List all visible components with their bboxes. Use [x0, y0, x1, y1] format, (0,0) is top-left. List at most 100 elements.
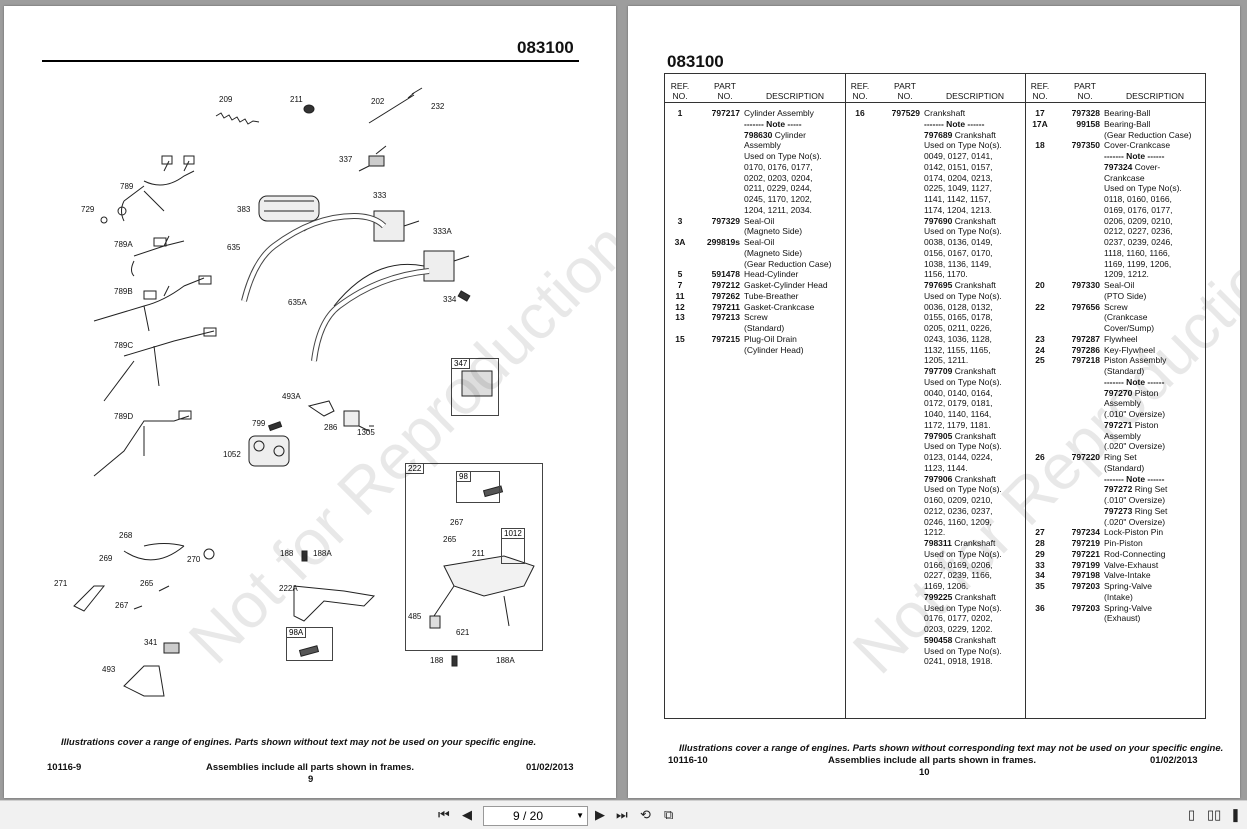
single-page-view-icon[interactable]: ▯	[1188, 807, 1196, 822]
ref-no: 15	[675, 333, 685, 344]
part-row: Used on Type No(s).	[845, 484, 1025, 495]
part-row: 798630 Cylinder	[665, 130, 845, 141]
part-row: (Magneto Side)	[665, 226, 845, 237]
callout-789: 789	[120, 182, 134, 191]
description: 0245, 1170, 1202,	[744, 194, 812, 204]
part-row: 797324 Cover-	[1025, 162, 1205, 173]
title-rule	[42, 60, 579, 62]
description: 0169, 0176, 0177,	[1104, 204, 1173, 215]
callout-334: 334	[443, 295, 457, 304]
callout-267: 267	[450, 518, 464, 527]
description: 0212, 0227, 0236,	[1104, 226, 1173, 237]
next-page-icon[interactable]: ▶	[595, 807, 605, 822]
part-row: 1169, 1199, 1206,	[1025, 259, 1205, 270]
header-description: DESCRIPTION	[1125, 91, 1185, 101]
description: Spring-Valve	[1104, 581, 1153, 591]
book-view-icon[interactable]: ❚	[1230, 807, 1241, 822]
callout-789C: 789C	[114, 341, 134, 350]
description: 0155, 0165, 0178,	[924, 312, 993, 323]
callout-635A: 635A	[288, 298, 307, 307]
description: 797271 Piston	[1104, 419, 1159, 430]
part-row: 0166, 0169, 0206,	[845, 560, 1025, 571]
description: 1038, 1136, 1149,	[924, 258, 992, 269]
frame-label-98: 98	[456, 471, 471, 482]
rotate-icon[interactable]: ⟲	[640, 807, 651, 822]
description: 0166, 0169, 0206,	[924, 559, 993, 570]
part-row: Assembly	[1025, 398, 1205, 409]
description: Piston Assembly	[1104, 355, 1167, 366]
description: 1174, 1204, 1213.	[924, 204, 992, 215]
part-no: 797220	[1071, 452, 1100, 462]
header-rule	[665, 102, 1205, 103]
description: Rod-Connecting	[1104, 548, 1166, 559]
part-no: 797221	[1071, 548, 1100, 559]
prev-page-icon[interactable]: ◀	[462, 807, 472, 822]
part-row: 1209, 1212.	[1025, 269, 1205, 280]
page-title: 083100	[517, 38, 574, 57]
description: Valve-Exhaust	[1104, 559, 1159, 570]
part-row: 0205, 0211, 0226,	[845, 323, 1025, 334]
part-row: 0203, 0229, 1202.	[845, 624, 1025, 635]
part-row: ------- Note -----	[665, 119, 845, 130]
description: (Exhaust)	[1104, 613, 1141, 624]
two-page-view-icon[interactable]: ▯▯	[1207, 807, 1222, 822]
copy-icon[interactable]: ⧉	[664, 807, 674, 822]
part-no: 797218	[1071, 355, 1100, 366]
description: 0225, 1049, 1127,	[924, 183, 992, 194]
description: (Gear Reduction Case)	[1104, 129, 1192, 140]
part-no: 797234	[1071, 527, 1100, 538]
callout-267b: 267	[115, 601, 129, 610]
parts-table: REF. NO. PART NO. DESCRIPTION REF. NO. P…	[664, 73, 1206, 719]
description: Bearing-Ball	[1104, 108, 1151, 118]
part-row: 1040, 1140, 1164,	[845, 409, 1025, 420]
part-row: 0245, 1170, 1202,	[665, 194, 845, 205]
description: 1123, 1144.	[924, 462, 968, 473]
description: Used on Type No(s).	[924, 645, 1002, 656]
part-row: 0040, 0140, 0164,	[845, 388, 1025, 399]
description: (Magneto Side)	[744, 247, 803, 258]
description: 0241, 0918, 1918.	[924, 656, 993, 667]
description: (Intake)	[1104, 591, 1133, 602]
description: 0172, 0179, 0181,	[924, 398, 993, 409]
part-row: 0227, 0239, 1166,	[845, 570, 1025, 581]
ref-no: 33	[1035, 559, 1045, 570]
page-select[interactable]: 9 / 20 ▼	[483, 806, 588, 826]
first-page-icon[interactable]: ⏮	[438, 807, 450, 822]
description: Used on Type No(s).	[744, 151, 822, 161]
description: Spring-Valve	[1104, 602, 1153, 613]
part-row: (Intake)	[1025, 592, 1205, 603]
description: Used on Type No(s).	[924, 602, 1002, 613]
part-no: 299819s	[706, 237, 740, 247]
part-row: (Standard)	[1025, 463, 1205, 474]
header-ref-no: REF. NO.	[1030, 81, 1050, 101]
part-row: 0212, 0227, 0236,	[1025, 226, 1205, 237]
frame-98	[456, 471, 500, 503]
part-row: Used on Type No(s).	[1025, 183, 1205, 194]
part-row: 797690 Crankshaft	[845, 216, 1025, 227]
description: 797709 Crankshaft	[924, 366, 996, 376]
description: (.020" Oversize)	[1104, 516, 1166, 527]
part-row: 0211, 0229, 0244,	[665, 183, 845, 194]
part-row: Crankcase	[1025, 173, 1205, 184]
last-page-icon[interactable]: ⏭	[616, 807, 628, 822]
part-row: 0038, 0136, 0149,	[845, 237, 1025, 248]
description: (Gear Reduction Case)	[744, 258, 832, 269]
part-row: (Gear Reduction Case)	[665, 259, 845, 270]
description: (Standard)	[1104, 366, 1145, 376]
header-part-no: PART NO.	[714, 81, 736, 101]
ref-no: 3A	[674, 237, 686, 247]
description: Used on Type No(s).	[924, 140, 1002, 151]
description: 797690 Crankshaft	[924, 215, 996, 226]
description: 0123, 0144, 0224,	[924, 452, 993, 462]
part-no: 797219	[1071, 538, 1100, 548]
description: (Cylinder Head)	[744, 344, 804, 355]
part-row: 0174, 0204, 0213,	[845, 173, 1025, 184]
description: Cover/Sump)	[1104, 323, 1155, 333]
